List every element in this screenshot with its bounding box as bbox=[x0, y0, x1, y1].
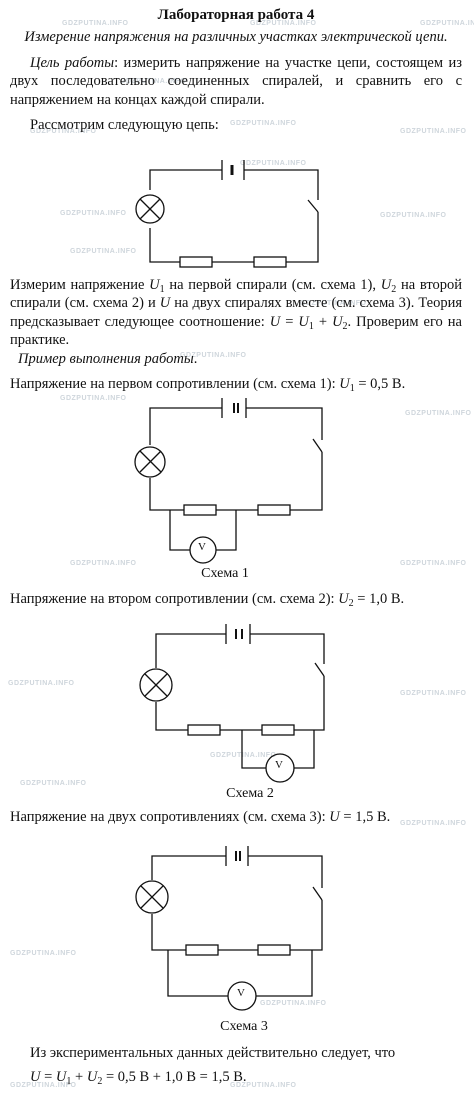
switch-blade bbox=[314, 662, 325, 677]
watermark: GDZPUTINA.INFO bbox=[210, 752, 277, 759]
text: = bbox=[40, 1069, 56, 1085]
variable: U bbox=[55, 1069, 67, 1085]
final-formula: U = U1 + U2 = 0,5 В + 1,0 В = 1,5 В. bbox=[10, 1068, 462, 1087]
variable: U bbox=[149, 277, 160, 293]
subscript: 2 bbox=[342, 320, 348, 332]
subscript: 1 bbox=[66, 1076, 72, 1087]
page-title: Лабораторная работа 4 bbox=[157, 7, 315, 23]
watermark: GDZPUTINA.INFO bbox=[60, 395, 127, 402]
watermark: GDZPUTINA.INFO bbox=[230, 120, 297, 127]
watermark: GDZPUTINA.INFO bbox=[400, 690, 467, 697]
variable: U bbox=[339, 376, 350, 392]
voltage-3-text: Напряжение на двух сопротивлениях (см. с… bbox=[10, 808, 462, 826]
lamp bbox=[139, 668, 173, 702]
text: на двух спиралях вместе (см. схема 3). Т… bbox=[10, 295, 462, 330]
value: = 0,5 В. bbox=[354, 376, 406, 392]
voltmeter-label: V bbox=[275, 759, 283, 771]
variable: U bbox=[298, 313, 309, 330]
subscript: 1 bbox=[349, 383, 355, 394]
page-subtitle: Измерение напряжения на различных участк… bbox=[24, 29, 448, 45]
subscript: 2 bbox=[97, 1076, 103, 1087]
text: . Проверим его на практике. bbox=[10, 313, 462, 349]
watermark: GDZPUTINA.INFO bbox=[400, 820, 467, 827]
value: = 1,0 В. bbox=[353, 591, 405, 607]
resistor-2 bbox=[257, 944, 291, 956]
resistor-1 bbox=[185, 944, 219, 956]
watermark: GDZPUTINA.INFO bbox=[20, 780, 87, 787]
variable: U bbox=[338, 591, 349, 607]
watermark: GDZPUTINA.INFO bbox=[10, 1082, 77, 1089]
text: Напряжение на втором сопротивлении (см. … bbox=[10, 591, 339, 607]
watermark: GDZPUTINA.INFO bbox=[230, 1082, 297, 1089]
watermark: GDZPUTINA.INFO bbox=[8, 680, 75, 687]
text: = 0,5 В + 1,0 В = 1,5 В. bbox=[102, 1069, 247, 1085]
variable: U bbox=[159, 295, 171, 312]
voltage-2-text: Напряжение на втором сопротивлении (см. … bbox=[10, 590, 462, 609]
variable: U bbox=[332, 313, 343, 330]
watermark: GDZPUTINA.INFO bbox=[380, 212, 447, 219]
value: = 1,5 В. bbox=[339, 809, 391, 825]
watermark: GDZPUTINA.INFO bbox=[420, 20, 474, 27]
variable: U bbox=[86, 1069, 98, 1085]
watermark: GDZPUTINA.INFO bbox=[180, 352, 247, 359]
watermark: GDZPUTINA.INFO bbox=[60, 210, 127, 217]
watermark: GDZPUTINA.INFO bbox=[70, 248, 137, 255]
watermark: GDZPUTINA.INFO bbox=[400, 128, 467, 135]
schema-3-caption: Схема 3 bbox=[220, 1019, 268, 1034]
voltmeter-label: V bbox=[198, 541, 206, 553]
watermark: GDZPUTINA.INFO bbox=[240, 160, 307, 167]
watermark: GDZPUTINA.INFO bbox=[260, 1000, 327, 1007]
text: на первой спирали (см. схема 1), bbox=[164, 277, 381, 293]
subscript: 1 bbox=[308, 320, 314, 332]
text: Измерим напряжение bbox=[10, 277, 150, 293]
switch-blade bbox=[312, 886, 323, 901]
text: Напряжение на первом сопротивлении (см. … bbox=[10, 376, 340, 392]
conclusion-text: Из экспериментальных данных действительн… bbox=[30, 1045, 396, 1061]
subscript: 2 bbox=[391, 284, 397, 295]
variable: U bbox=[329, 809, 340, 825]
goal-label: Цель работы bbox=[30, 55, 115, 71]
text: + bbox=[313, 313, 333, 330]
watermark: GDZPUTINA.INFO bbox=[62, 20, 129, 27]
watermark: GDZPUTINA.INFO bbox=[250, 20, 317, 27]
schema-2-caption: Схема 2 bbox=[226, 786, 274, 801]
subscript: 2 bbox=[348, 598, 354, 609]
watermark: GDZPUTINA.INFO bbox=[405, 410, 472, 417]
lamp bbox=[135, 880, 169, 914]
variable: U bbox=[269, 313, 281, 330]
watermark: GDZPUTINA.INFO bbox=[10, 950, 77, 957]
watermark: GDZPUTINA.INFO bbox=[400, 560, 467, 567]
watermark: GDZPUTINA.INFO bbox=[300, 300, 367, 307]
switch-blade bbox=[307, 199, 319, 213]
measure-paragraph: Измерим напряжение U1 на первой спирали … bbox=[10, 276, 462, 350]
example-heading: Пример выполнения работы. bbox=[10, 350, 462, 368]
watermark: GDZPUTINA.INFO bbox=[120, 78, 187, 85]
text: на второй спирали (см. схема 2) и bbox=[10, 277, 463, 312]
watermark: GDZPUTINA.INFO bbox=[70, 560, 137, 567]
goal-text: : измерить напряжение на участке цепи, с… bbox=[10, 55, 462, 108]
voltage-1-text: Напряжение на первом сопротивлении (см. … bbox=[10, 375, 462, 394]
text: Пример выполнения работы bbox=[18, 351, 194, 367]
variable: U bbox=[30, 1069, 41, 1085]
goal-paragraph: Цель работы: измерить напряжение на учас… bbox=[10, 54, 462, 109]
consider-text: Рассмотрим следующую цепь: bbox=[30, 117, 219, 133]
subscript: 1 bbox=[159, 284, 165, 295]
voltmeter-label: V bbox=[237, 987, 245, 999]
text: + bbox=[71, 1069, 87, 1085]
lamp bbox=[135, 194, 165, 224]
switch-blade bbox=[312, 438, 323, 453]
text: Напряжение на двух сопротивлениях (см. с… bbox=[10, 809, 330, 825]
watermark: GDZPUTINA.INFO bbox=[30, 128, 97, 135]
lamp bbox=[134, 446, 166, 478]
variable: U bbox=[380, 277, 392, 293]
text: . bbox=[193, 351, 198, 367]
schema-1-caption: Схема 1 bbox=[201, 566, 249, 581]
text: = bbox=[280, 313, 299, 330]
